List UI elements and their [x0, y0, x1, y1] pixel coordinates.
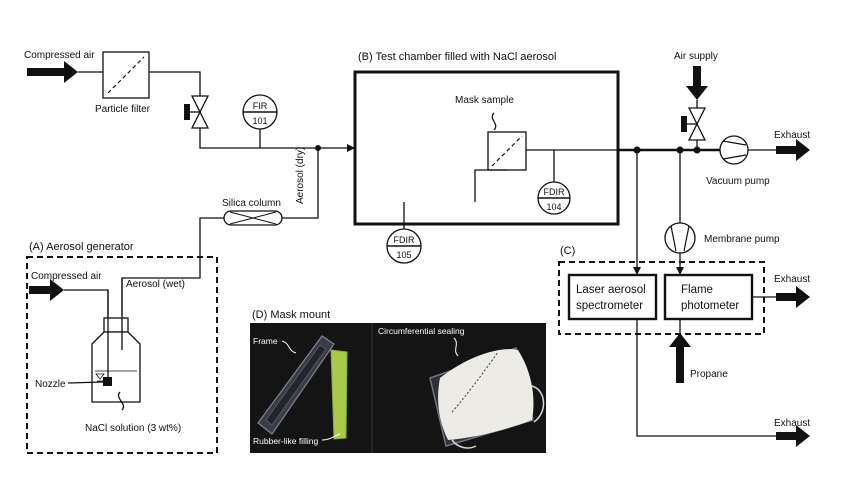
propane-arrow	[669, 333, 691, 383]
circumferential-sealing-label: Circumferential sealing	[378, 326, 465, 336]
flame-photometer-line2: photometer	[681, 300, 739, 312]
test-chamber	[353, 70, 620, 226]
fdir-105-tag: FDIR	[394, 235, 415, 245]
compressed-air-inlet-arrow	[27, 61, 78, 83]
exhaust-arrow-3	[776, 425, 810, 447]
nozzle-label: Nozzle	[35, 379, 66, 390]
fdir-104-gauge: FDIR 104	[537, 150, 571, 215]
vacuum-pump-icon	[719, 135, 749, 165]
analyzers-frame	[558, 261, 765, 335]
exhaust-label-3: Exhaust	[774, 418, 810, 429]
section-c-label: (C)	[560, 245, 575, 257]
aerosol-generator-frame	[26, 256, 218, 454]
nacl-solution-label: NaCl solution (3 wt%)	[85, 423, 181, 434]
membrane-pump-label: Membrane pump	[704, 234, 780, 245]
compressed-air-label-a: Compressed air	[31, 271, 102, 282]
mask-sample-icon	[487, 131, 527, 171]
fdir-105-gauge: FDIR 105	[386, 202, 422, 264]
membrane-pump-icon	[664, 222, 696, 254]
fir-101-gauge: FIR 101	[242, 94, 278, 148]
aerosol-dry-label: Aerosol (dry)	[295, 147, 306, 204]
particle-filter-icon	[102, 51, 150, 99]
particle-filter-label: Particle filter	[95, 104, 151, 115]
laser-spectrometer-box	[567, 273, 658, 321]
exhaust-arrow-1	[776, 139, 810, 161]
exhaust-arrow-2	[776, 286, 810, 308]
section-b-label: (B) Test chamber filled with NaCl aeroso…	[358, 51, 556, 63]
exhaust-label-1: Exhaust	[774, 130, 810, 141]
fdir-104-tag: FDIR	[544, 187, 565, 197]
aerosol-wet-label: Aerosol (wet)	[126, 279, 185, 290]
fir-number: 101	[252, 116, 267, 126]
bottle-icon	[91, 317, 141, 403]
mask-sample-label: Mask sample	[455, 95, 514, 106]
silica-column-icon	[223, 210, 283, 226]
air-supply-label: Air supply	[674, 51, 718, 62]
vacuum-pump-label: Vacuum pump	[706, 176, 770, 187]
silica-column-label: Silica column	[222, 198, 281, 209]
mask-mount-photo	[250, 323, 546, 453]
exhaust-label-2: Exhaust	[774, 274, 810, 285]
air-supply-arrow	[686, 66, 708, 100]
fir-tag: FIR	[253, 101, 268, 111]
fdir-104-number: 104	[546, 202, 561, 212]
flame-photometer-line1: Flame	[681, 284, 713, 296]
rubber-filling-label: Rubber-like filling	[253, 436, 318, 446]
laser-spectrometer-line1: Laser aerosol	[576, 284, 646, 296]
laser-spectrometer-line2: spectrometer	[576, 300, 643, 312]
compressed-air-arrow-a	[29, 279, 64, 301]
section-d-label: (D) Mask mount	[252, 309, 330, 321]
compressed-air-label-top: Compressed air	[24, 50, 95, 61]
frame-label: Frame	[253, 336, 278, 346]
fdir-105-number: 105	[396, 250, 411, 260]
valve-icon	[184, 95, 210, 129]
air-supply-valve-icon	[681, 107, 707, 141]
flame-photometer-box	[663, 273, 754, 321]
section-a-label: (A) Aerosol generator	[29, 241, 134, 253]
propane-label: Propane	[690, 369, 728, 380]
